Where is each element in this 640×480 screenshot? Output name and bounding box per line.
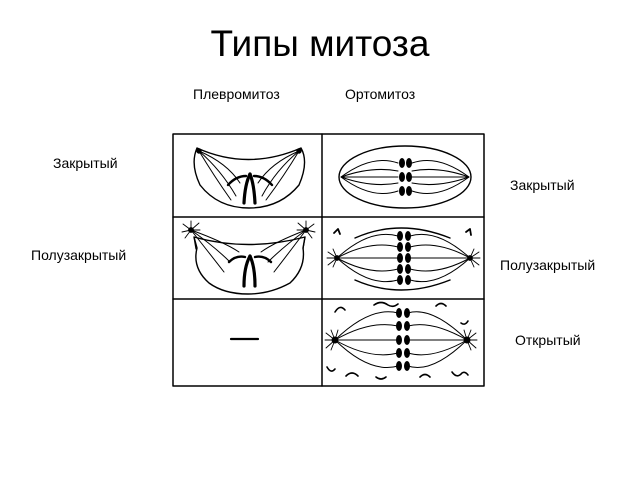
row-label-left-closed: Закрытый [53,155,118,171]
column-header-pleuromitosis: Плевромитоз [193,86,280,102]
cell-orthomitosis-open [324,301,478,380]
grid-frame [172,133,485,387]
page-title: Типы митоза [210,23,430,64]
row-label-right-semiclosed: Полузакрытый [500,257,596,273]
column-header-orthomitosis: Ортомитоз [345,86,416,102]
row-label-right-open: Открытый [515,332,581,348]
row-label-right-closed: Закрытый [510,177,575,193]
cell-pleuromitosis-closed [193,147,306,209]
row-label-left-semiclosed: Полузакрытый [31,247,127,263]
cell-orthomitosis-semiclosed [326,227,481,291]
cell-orthomitosis-closed [338,145,472,209]
cell-pleuromitosis-semiclosed [181,220,316,295]
